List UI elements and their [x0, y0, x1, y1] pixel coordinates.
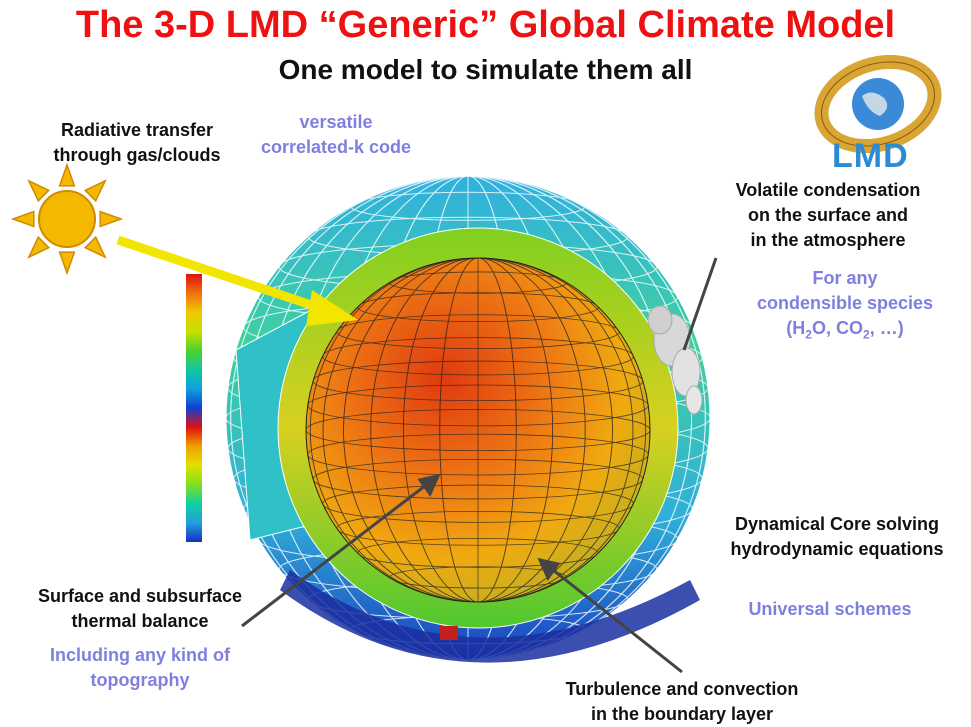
- page-title: The 3-D LMD “Generic” Global Climate Mod…: [75, 4, 896, 46]
- lmd-logo-text: LMD: [832, 137, 909, 175]
- lower-atmosphere-base: [280, 570, 700, 663]
- surface-arrowhead: [417, 473, 441, 498]
- sun-ray: [83, 235, 107, 259]
- sun-ray: [58, 162, 76, 187]
- sun-ray: [58, 251, 76, 276]
- turbulence-pointer-arrow: [547, 564, 683, 674]
- cloud-icon: [647, 305, 703, 415]
- lmd-logo: [814, 54, 942, 154]
- surface-patch: [440, 626, 458, 640]
- sun-ray: [27, 235, 51, 259]
- page-subtitle: One model to simulate them all: [278, 54, 693, 85]
- colorbar: [186, 274, 202, 542]
- volatile-pointer-arrow: [682, 257, 718, 351]
- sun-icon: [10, 162, 124, 276]
- turbulence-arrowhead: [537, 557, 561, 582]
- radiation-arrow: [116, 235, 358, 326]
- surface-pointer-arrow: [241, 480, 431, 628]
- planet-surface: [305, 257, 651, 603]
- sun-ray: [83, 179, 107, 203]
- universal-schemes-label: Universal schemes: [748, 599, 912, 619]
- sun-ray: [10, 210, 35, 228]
- species-formula: (H2O, CO2, …): [786, 318, 904, 342]
- sun-ray: [99, 210, 124, 228]
- sun-ray: [27, 179, 51, 203]
